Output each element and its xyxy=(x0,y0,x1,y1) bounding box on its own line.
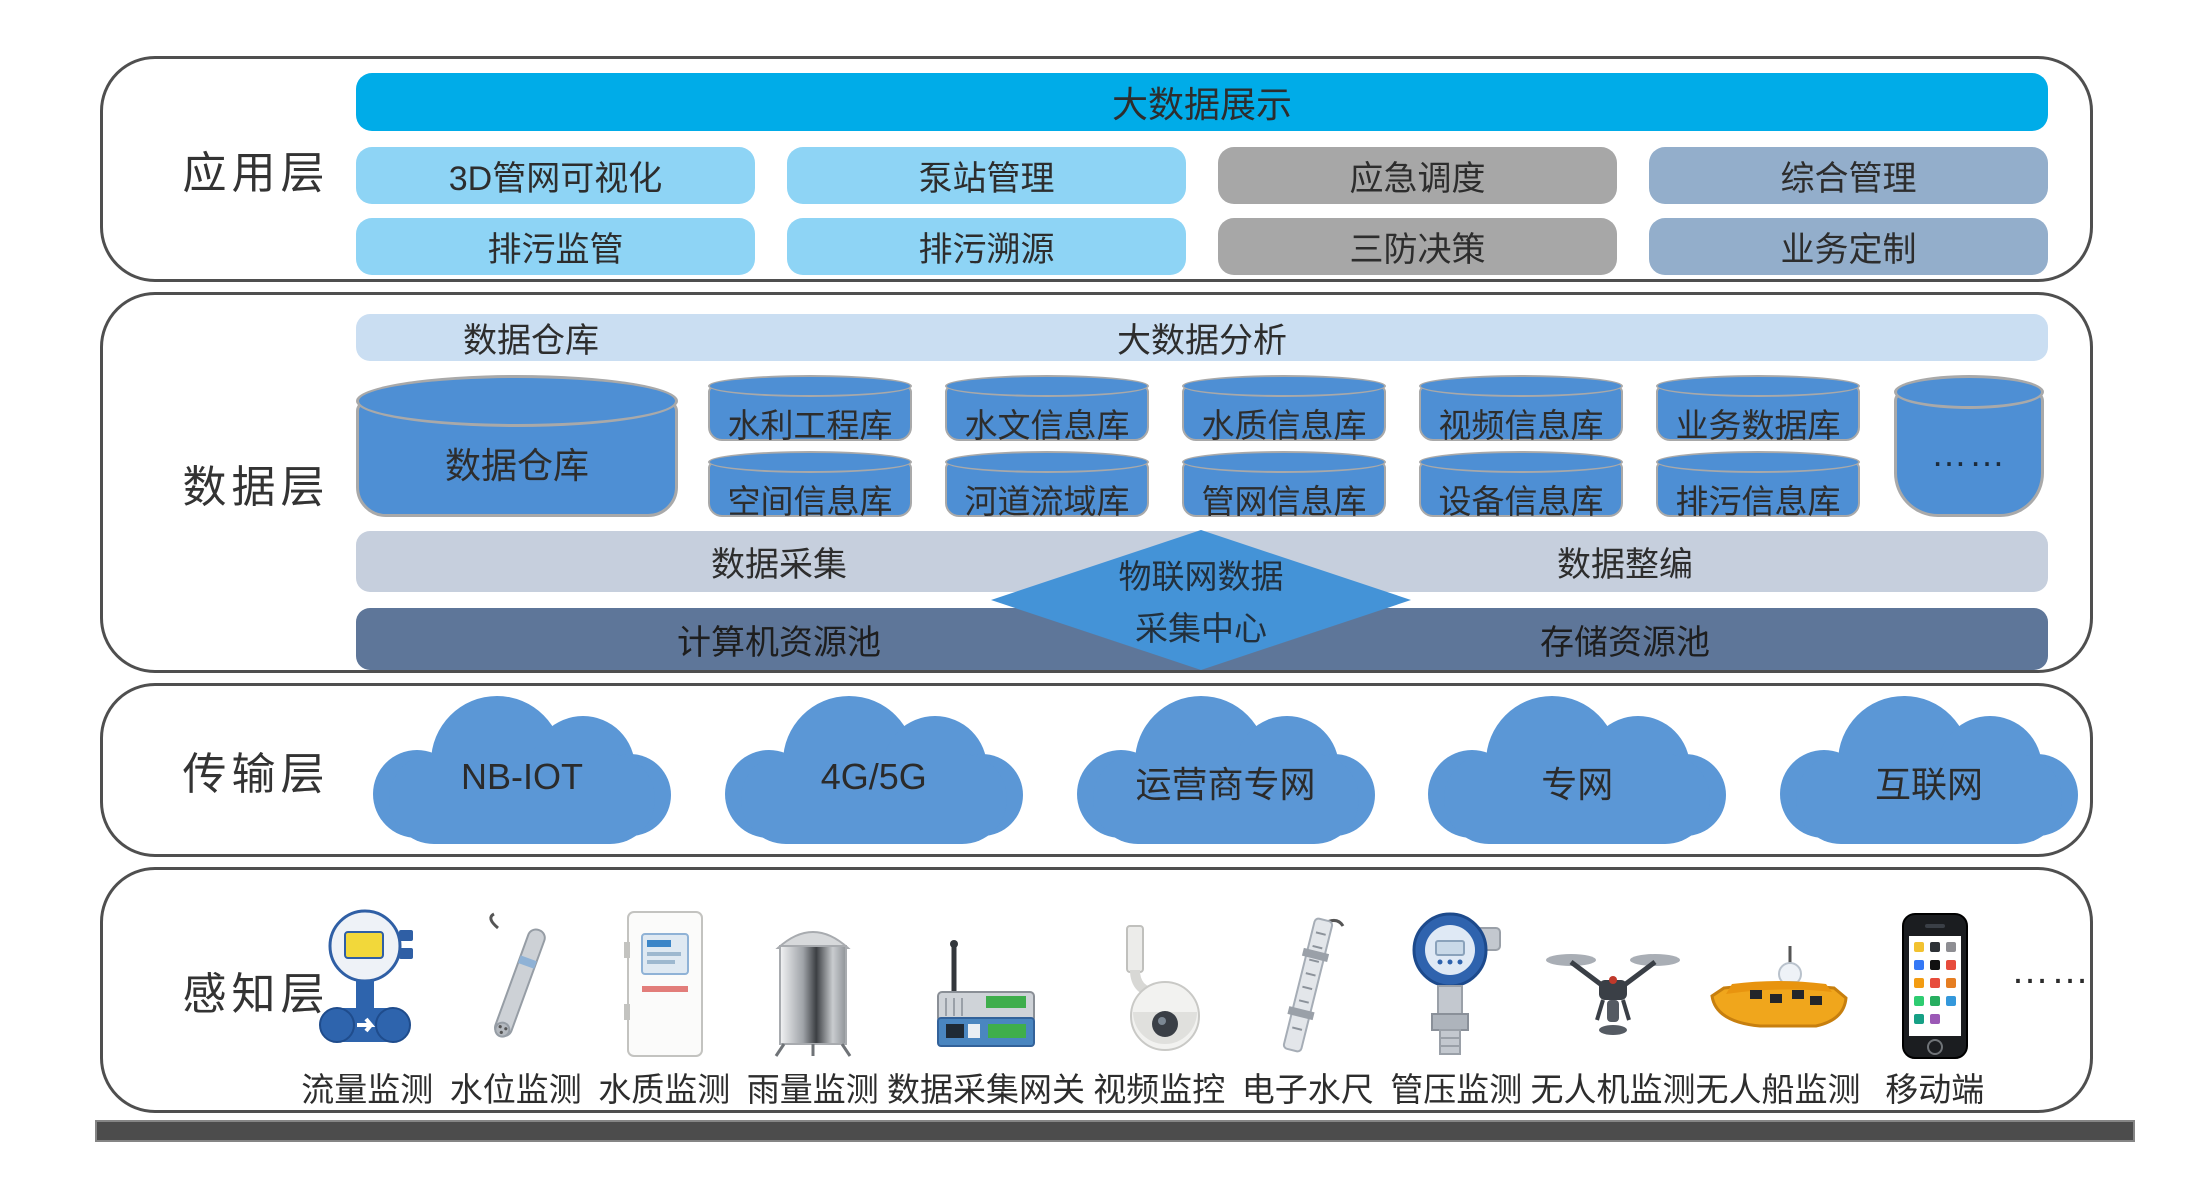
pipe-pressure-sensor-icon xyxy=(1412,912,1502,1055)
device-mobile-terminal: 移动端 xyxy=(1861,912,2010,1108)
unmanned-boat-icon xyxy=(1710,946,1848,1028)
flow-meter-icon xyxy=(319,909,414,1043)
big-data-analysis-tag: 大数据分析 xyxy=(1117,322,1287,360)
cylinder-row-1: 水利工程库 水文信息库 水质信息库 视频信息库 业务数据库 xyxy=(708,375,1860,444)
storage-resource-pool-label: 存储资源池 xyxy=(1540,623,1710,662)
device-electronic-water-ruler: 电子水尺 xyxy=(1234,910,1383,1108)
block-3d-pipe-visualization: 3D管网可视化 xyxy=(356,147,755,204)
computer-resource-pool-label: 计算机资源池 xyxy=(677,623,881,662)
cylinder-cap xyxy=(356,375,678,427)
water-level-sensor-icon xyxy=(489,912,546,1038)
perception-layer-label: 感知层 xyxy=(182,970,330,1019)
cloud-carrier-private-network: 运营商专网 xyxy=(1076,696,1375,848)
big-data-analysis-bar: 数据仓库 大数据分析 xyxy=(356,314,2048,361)
more-devices-ellipsis: …… xyxy=(2011,949,2091,992)
electronic-water-ruler-icon xyxy=(1282,917,1345,1053)
device-data-gateway: 数据采集网关 xyxy=(887,936,1085,1108)
cylinder-water-quality-db: 水质信息库 xyxy=(1182,375,1386,444)
sensor-devices-row: 流量监测 水位监测 xyxy=(293,880,2093,1108)
data-layer-panel: 数据层 数据仓库 大数据分析 数据仓库 水利工程库 水文信息库 水质信息库 视频… xyxy=(100,292,2093,673)
cylinder-river-basin-db: 河道流域库 xyxy=(945,451,1149,520)
application-button-grid: 3D管网可视化 泵站管理 应急调度 综合管理 排污监管 排污溯源 三防决策 业务… xyxy=(356,147,2048,275)
network-clouds: NB-IOT 4G/5G 运营商专网 专网 互联网 xyxy=(373,696,2078,850)
database-cylinder-grid: 水利工程库 水文信息库 水质信息库 视频信息库 业务数据库 空间信息库 河道流域… xyxy=(708,375,1860,520)
cylinder-business-data-db: 业务数据库 xyxy=(1656,375,1860,444)
block-business-customization: 业务定制 xyxy=(1649,218,2048,275)
cylinder-pipe-network-db: 管网信息库 xyxy=(1182,451,1386,520)
data-layer-label: 数据层 xyxy=(182,462,330,512)
data-warehouse-cylinder: 数据仓库 xyxy=(356,375,678,517)
device-flow-monitoring: 流量监测 xyxy=(293,908,442,1108)
block-three-defense-decision: 三防决策 xyxy=(1218,218,1617,275)
cylinder-row-2: 空间信息库 河道流域库 管网信息库 设备信息库 排污信息库 xyxy=(708,451,1860,520)
device-unmanned-boat-monitoring: 无人船监测 xyxy=(1696,938,1861,1108)
cylinder-hydrology-info-db: 水文信息库 xyxy=(945,375,1149,444)
water-quality-monitor-icon xyxy=(624,911,704,1057)
cylinder-more-databases: …… xyxy=(1894,375,2044,517)
application-layer-panel: 应用层 大数据展示 3D管网可视化 泵站管理 应急调度 综合管理 排污监管 排污… xyxy=(100,56,2093,282)
cloud-4g-5g: 4G/5G xyxy=(724,696,1023,848)
device-drone-monitoring: 无人机监测 xyxy=(1531,934,1696,1108)
big-data-display-banner: 大数据展示 xyxy=(356,73,2048,131)
cylinder-spatial-info-db: 空间信息库 xyxy=(708,451,912,520)
device-water-level-monitoring: 水位监测 xyxy=(442,912,591,1108)
data-collection-label: 数据采集 xyxy=(711,546,847,584)
cylinder-water-project-db: 水利工程库 xyxy=(708,375,912,444)
cloud-private-network: 专网 xyxy=(1428,696,1727,848)
block-comprehensive-management: 综合管理 xyxy=(1649,147,2048,204)
rain-gauge-icon xyxy=(774,931,851,1057)
mobile-phone-icon xyxy=(1901,913,1968,1059)
block-sewage-supervision: 排污监管 xyxy=(356,218,755,275)
device-video-surveillance: 视频监控 xyxy=(1085,920,1234,1108)
block-emergency-dispatch: 应急调度 xyxy=(1218,147,1617,204)
perception-layer-panel: 感知层 流量监测 xyxy=(100,867,2093,1113)
cloud-nb-iot: NB-IOT xyxy=(373,696,671,848)
video-camera-icon xyxy=(1126,925,1201,1051)
data-warehouse-tag: 数据仓库 xyxy=(463,322,599,360)
block-pump-station-management: 泵站管理 xyxy=(787,147,1186,204)
cylinder-video-info-db: 视频信息库 xyxy=(1419,375,1623,444)
block-sewage-tracing: 排污溯源 xyxy=(787,218,1186,275)
cloud-internet: 互联网 xyxy=(1780,696,2078,848)
device-rain-monitoring: 雨量监测 xyxy=(739,918,888,1108)
application-layer-label: 应用层 xyxy=(182,149,330,198)
transmission-layer-label: 传输层 xyxy=(182,750,330,799)
data-gateway-icon xyxy=(937,940,1035,1047)
database-cylinders: 数据仓库 水利工程库 水文信息库 水质信息库 视频信息库 业务数据库 空间信息库… xyxy=(356,375,2048,520)
ground-bar xyxy=(95,1120,2135,1142)
drone-icon xyxy=(1546,954,1680,1035)
device-water-quality-monitoring: 水质监测 xyxy=(590,908,739,1108)
transmission-layer-panel: 传输层 NB-IOT 4G/5G 运营商专网 专网 互联网 xyxy=(100,683,2093,857)
device-pipe-pressure-monitoring: 管压监测 xyxy=(1382,910,1531,1108)
cylinder-equipment-info-db: 设备信息库 xyxy=(1419,451,1623,520)
cylinder-sewage-info-db: 排污信息库 xyxy=(1656,451,1860,520)
data-compilation-label: 数据整编 xyxy=(1557,546,1693,584)
